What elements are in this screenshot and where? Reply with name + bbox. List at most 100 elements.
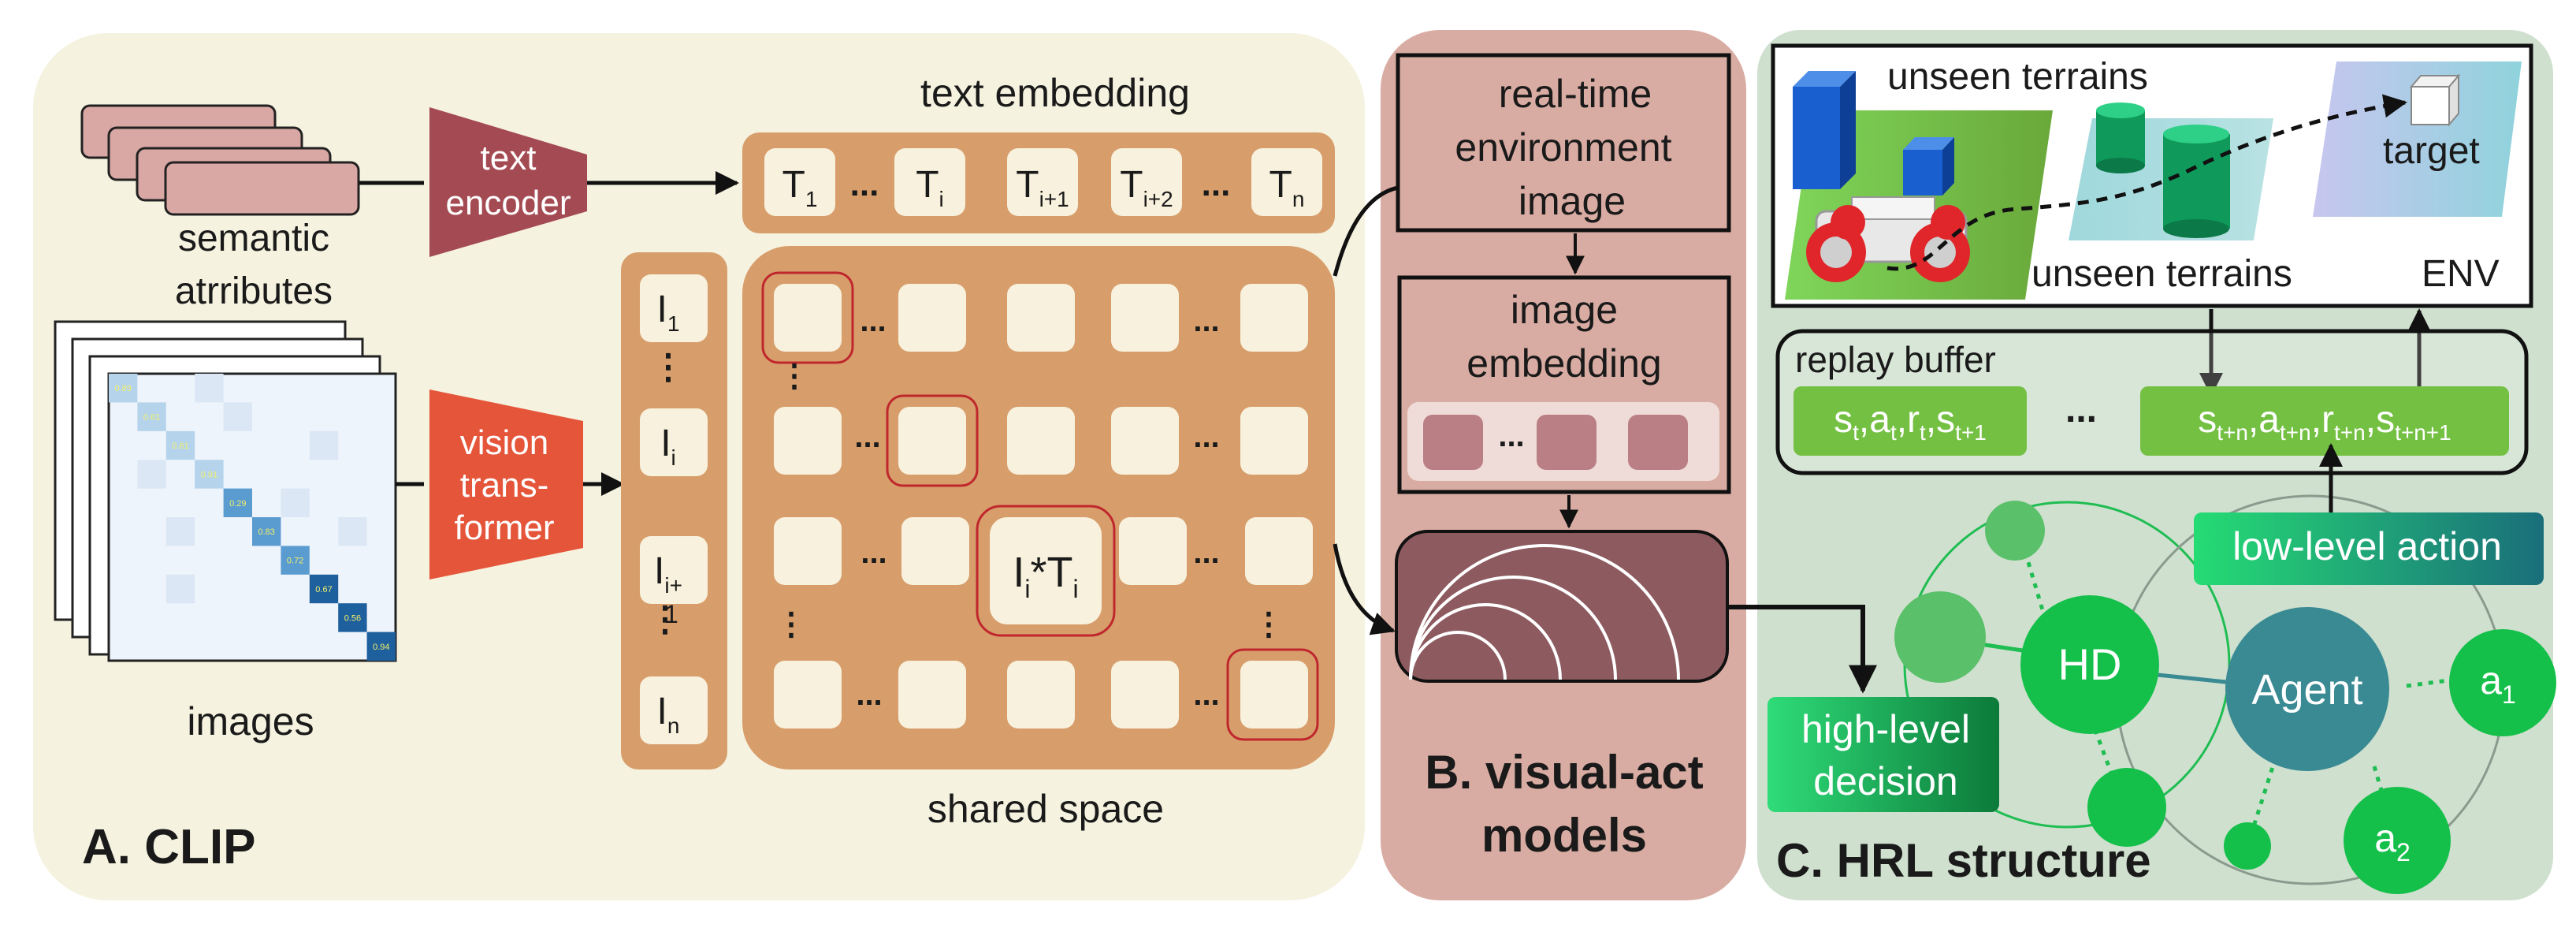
shared-cell xyxy=(1007,661,1075,728)
text-token-1: T1 xyxy=(764,148,835,216)
svg-text:Ti+2: Ti+2 xyxy=(1120,164,1173,211)
high-level-decision[interactable] xyxy=(1768,697,1999,812)
low-level-action-label: low-level action xyxy=(2232,524,2502,568)
svg-text:Ii+: Ii+ xyxy=(654,550,682,598)
connector-a-to-b-bottom xyxy=(1333,543,1396,635)
visual-act-model[interactable] xyxy=(1395,530,1729,683)
image-embedding-label-2: embedding xyxy=(1466,341,1661,386)
panel-c-title: C. HRL structure xyxy=(1776,834,2151,887)
target-cube xyxy=(2409,73,2461,127)
matrix-diagonal-cell xyxy=(165,430,195,460)
image-token-i: Ii xyxy=(640,408,708,476)
buffer-dots: ... xyxy=(2065,389,2097,430)
transition-cell-2[interactable] xyxy=(2140,386,2509,456)
shared-cell xyxy=(1245,517,1313,585)
svg-text:...: ... xyxy=(854,419,880,454)
panel-c-hrl: unseen terrains target unseen terrains E… xyxy=(1757,30,2556,900)
svg-text:...: ... xyxy=(856,677,882,712)
image-embedding-box[interactable] xyxy=(1397,275,1731,494)
svg-text:...: ... xyxy=(860,304,886,338)
svg-text:...: ... xyxy=(1193,419,1219,454)
shared-cell xyxy=(774,284,842,352)
realtime-label-3: image xyxy=(1518,179,1626,223)
shared-cell xyxy=(898,661,966,728)
blue-cube-small xyxy=(1903,137,1954,196)
matrix-diagonal-cell xyxy=(366,632,396,661)
node-left xyxy=(1894,591,1986,683)
hd-node[interactable] xyxy=(2020,595,2159,734)
vision-transformer-block xyxy=(429,389,583,579)
transition-cell-1[interactable] xyxy=(1794,386,2027,456)
node-top xyxy=(1985,501,2045,561)
text-token-ellipsis: ... xyxy=(850,165,879,203)
shared-cell xyxy=(774,661,842,728)
text-embedding-label: text embedding xyxy=(920,71,1190,115)
hd-label: HD xyxy=(2058,639,2122,689)
svg-text:...: ... xyxy=(1193,677,1219,712)
shared-cell xyxy=(1111,284,1179,352)
text-encoder-block xyxy=(429,107,587,257)
svg-text:Ti+1: Ti+1 xyxy=(1016,164,1069,211)
semantic-attribute-cards xyxy=(80,104,360,216)
transition-label-1: st,at,rt,st+1 xyxy=(1834,399,1987,445)
realtime-label-2: environment xyxy=(1455,125,1671,170)
embedding-cell xyxy=(1537,415,1597,470)
robot-icon xyxy=(1806,196,1970,282)
connector-a-to-b-top xyxy=(1333,185,1399,277)
image-token-vdots-2: ⋮ xyxy=(648,600,682,639)
action-node-a2[interactable] xyxy=(2344,787,2451,894)
svg-text:Ti: Ti xyxy=(916,164,944,211)
embedding-cell xyxy=(1423,415,1483,470)
low-level-action[interactable] xyxy=(2194,512,2544,585)
image-embedding-label-1: image xyxy=(1511,288,1618,332)
replay-buffer-label: replay buffer xyxy=(1795,339,1996,380)
image-token-n: In xyxy=(640,676,708,744)
text-token-n: Tn xyxy=(1251,148,1322,216)
matrix-value: 0.91 xyxy=(201,470,217,479)
images-label: images xyxy=(187,699,314,743)
matrix-value: 0.89 xyxy=(114,384,131,393)
connector-model-to-decision xyxy=(1729,605,1877,694)
matrix-diagonal-cell xyxy=(223,488,252,517)
embedding-dots: ... xyxy=(1498,419,1524,453)
product-label: Ii*Ti xyxy=(1013,549,1078,603)
embedding-cell xyxy=(1628,415,1688,470)
matrix-value: 0.67 xyxy=(315,585,332,594)
shared-cell xyxy=(1007,284,1075,352)
shared-cell xyxy=(1240,407,1308,475)
unseen-terrains-top: unseen terrains xyxy=(1887,56,2148,98)
node-small xyxy=(2224,822,2271,870)
panel-b-title-1: B. visual-act xyxy=(1425,746,1703,799)
text-token-i+2: Ti+2 xyxy=(1111,148,1182,216)
svg-text:⋮: ⋮ xyxy=(1253,607,1284,642)
matrix-diagonal-cell xyxy=(309,574,339,604)
diagonal-highlight xyxy=(761,271,854,364)
matrix-diagonal-cell xyxy=(137,402,166,431)
image-embedding-column xyxy=(621,252,727,769)
shared-space-label: shared space xyxy=(927,787,1164,831)
action-node-a1[interactable] xyxy=(2449,629,2556,736)
matrix-value: 0.94 xyxy=(373,643,389,652)
agent-node[interactable] xyxy=(2225,607,2389,771)
shared-cell xyxy=(1111,661,1179,728)
a2-label: a2 xyxy=(2374,816,2411,866)
attributes-label: atrributes xyxy=(175,270,333,312)
unseen-terrains-bottom: unseen terrains xyxy=(2031,253,2292,295)
blue-cube-large xyxy=(1793,71,1856,189)
svg-text:I1: I1 xyxy=(657,289,680,336)
image-token-vdots-1: ⋮ xyxy=(651,348,686,386)
sky-terrain xyxy=(2313,61,2522,217)
realtime-image-box[interactable] xyxy=(1396,53,1731,233)
text-token-i+1: Ti+1 xyxy=(1007,148,1078,216)
svg-text:Tn: Tn xyxy=(1269,164,1305,211)
matrix-value: 0.29 xyxy=(229,499,246,509)
shared-space-ellipses: ... ... ... ... ... ... ... ... ⋮ ⋮ ⋮ xyxy=(775,304,1284,712)
vision-label: vision xyxy=(460,423,549,462)
agent-label: Agent xyxy=(2251,666,2362,714)
matrix-value: 0.56 xyxy=(344,613,361,623)
svg-text:Ii: Ii xyxy=(660,423,676,470)
svg-text:In: In xyxy=(657,691,680,738)
a1-label: a1 xyxy=(2480,658,2516,709)
